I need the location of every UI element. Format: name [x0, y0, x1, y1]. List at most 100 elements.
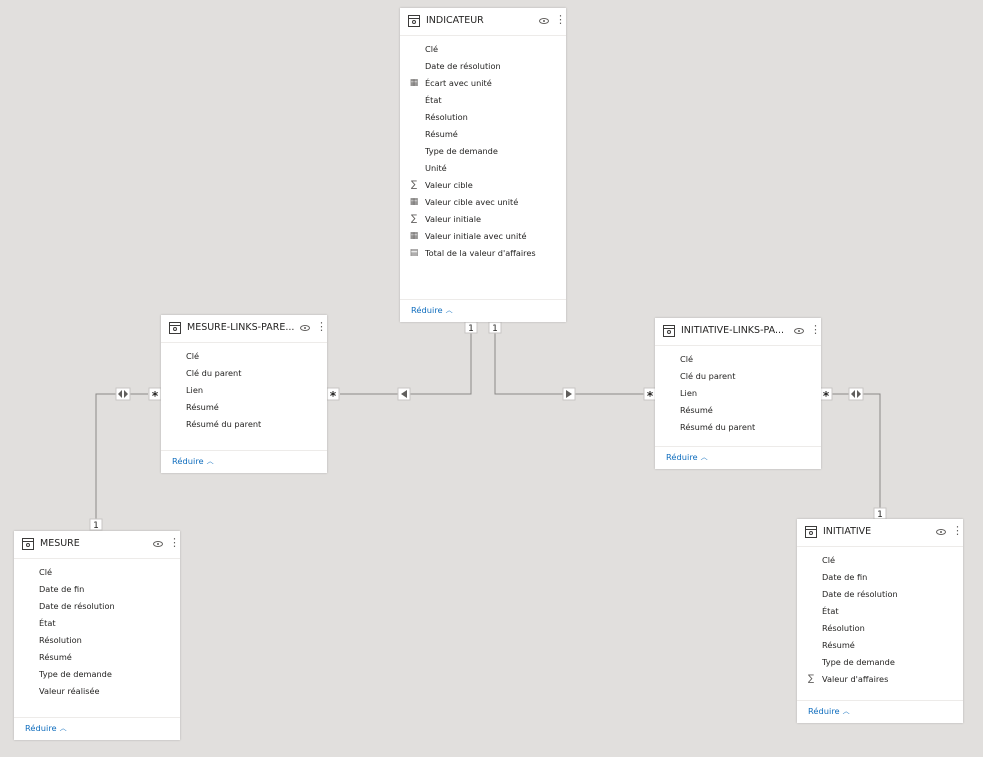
field-row[interactable]: Clé — [400, 41, 566, 58]
more-options-icon[interactable]: ⋮ — [555, 13, 566, 26]
visibility-eye-icon[interactable] — [936, 529, 946, 535]
field-row[interactable]: Résumé du parent — [655, 419, 821, 436]
collapse-button[interactable]: Réduire︿ — [25, 723, 67, 733]
field-row[interactable]: Lien — [655, 385, 821, 402]
visibility-eye-icon[interactable] — [794, 328, 804, 334]
table-footer: Réduire︿ — [14, 717, 180, 740]
field-label: Lien — [680, 388, 698, 398]
measure-icon: ▦ — [409, 231, 419, 241]
field-row[interactable]: Type de demande — [797, 654, 963, 671]
field-row[interactable]: Résolution — [797, 620, 963, 637]
table-icon — [22, 538, 34, 550]
field-row[interactable]: Résumé — [655, 402, 821, 419]
field-label: Clé — [425, 44, 439, 54]
field-label: Total de la valeur d'affaires — [425, 248, 536, 258]
field-label: Valeur initiale — [425, 214, 482, 224]
field-row[interactable]: Date de résolution — [14, 598, 180, 615]
field-row[interactable]: Clé du parent — [655, 368, 821, 385]
field-label: Résumé — [680, 405, 713, 415]
field-label: Résumé — [425, 129, 458, 139]
table-footer: Réduire︿ — [400, 299, 566, 322]
field-label: Valeur initiale avec unité — [425, 231, 527, 241]
collapse-button[interactable]: Réduire︿ — [808, 706, 850, 716]
field-label: Clé — [680, 354, 694, 364]
field-row[interactable]: ∑Valeur initiale — [400, 211, 566, 228]
measure-icon: ▦ — [409, 78, 419, 88]
field-row[interactable]: Clé — [797, 552, 963, 569]
field-label: Écart avec unité — [425, 78, 492, 88]
field-row[interactable]: État — [797, 603, 963, 620]
filter-bidirectional-initiative-icon — [848, 387, 864, 401]
field-row[interactable]: ∑Valeur cible — [400, 177, 566, 194]
more-options-icon[interactable]: ⋮ — [316, 320, 327, 333]
field-row[interactable]: Date de résolution — [400, 58, 566, 75]
cardinality-label: * — [152, 389, 159, 403]
more-options-icon[interactable]: ⋮ — [952, 524, 963, 537]
more-options-icon[interactable]: ⋮ — [810, 323, 821, 336]
field-label: Date de résolution — [425, 61, 501, 71]
field-row[interactable]: ▤Total de la valeur d'affaires — [400, 245, 566, 262]
field-row[interactable]: Date de fin — [14, 581, 180, 598]
field-label: Date de résolution — [822, 589, 898, 599]
visibility-eye-icon[interactable] — [300, 325, 310, 331]
field-row[interactable]: ▦ Écart avec unité — [400, 75, 566, 92]
more-options-icon[interactable]: ⋮ — [169, 536, 180, 549]
field-row[interactable]: Date de fin — [797, 569, 963, 586]
field-label: Clé — [822, 555, 836, 565]
field-label: Clé du parent — [680, 371, 736, 381]
field-row[interactable]: Date de résolution — [797, 586, 963, 603]
table-icon — [169, 322, 181, 334]
field-row[interactable]: Clé — [655, 351, 821, 368]
field-row[interactable]: État — [400, 92, 566, 109]
visibility-eye-icon[interactable] — [539, 18, 549, 24]
cardinality-label: * — [330, 389, 337, 403]
cardinality-label: * — [823, 389, 830, 403]
visibility-eye-icon[interactable] — [153, 541, 163, 547]
measure-icon: ▦ — [409, 197, 419, 207]
field-label: Résumé — [822, 640, 855, 650]
field-row[interactable]: Unité — [400, 160, 566, 177]
field-row[interactable]: Résumé — [400, 126, 566, 143]
collapse-button[interactable]: Réduire︿ — [172, 456, 214, 466]
field-label: Valeur cible — [425, 180, 473, 190]
table-header[interactable]: MESURE ⋮ — [14, 531, 180, 559]
table-header[interactable]: INITIATIVE-LINKS-PA... ⋮ — [655, 318, 821, 346]
field-row[interactable]: ▦ Valeur cible avec unité — [400, 194, 566, 211]
field-row[interactable]: Type de demande — [400, 143, 566, 160]
field-row[interactable]: Résumé — [161, 399, 327, 416]
field-row[interactable]: Clé — [161, 348, 327, 365]
field-row[interactable]: Clé — [14, 564, 180, 581]
collapse-button[interactable]: Réduire︿ — [666, 452, 708, 462]
field-label: Résumé — [39, 652, 72, 662]
field-row[interactable]: Lien — [161, 382, 327, 399]
collapse-button[interactable]: Réduire︿ — [411, 305, 453, 315]
field-label: Valeur cible avec unité — [425, 197, 519, 207]
table-header[interactable]: INITIATIVE ⋮ — [797, 519, 963, 547]
field-row[interactable]: Résumé — [14, 649, 180, 666]
field-row[interactable]: ∑Valeur d'affaires — [797, 671, 963, 688]
field-row[interactable]: Résolution — [400, 109, 566, 126]
field-label: Résolution — [822, 623, 865, 633]
table-header[interactable]: INDICATEUR ⋮ — [400, 8, 566, 36]
field-label: Résumé du parent — [680, 422, 756, 432]
field-row[interactable]: ▦ Valeur initiale avec unité — [400, 228, 566, 245]
field-row[interactable]: Clé du parent — [161, 365, 327, 382]
field-row[interactable]: Résumé — [797, 637, 963, 654]
cardinality-label: 1 — [93, 521, 99, 531]
field-row[interactable]: Résumé du parent — [161, 416, 327, 433]
table-header[interactable]: MESURE-LINKS-PARE... ⋮ — [161, 315, 327, 343]
chevron-up-icon: ︿ — [700, 453, 708, 461]
field-label: État — [39, 618, 56, 628]
field-row[interactable]: État — [14, 615, 180, 632]
field-row[interactable]: Type de demande — [14, 666, 180, 683]
chevron-up-icon: ︿ — [206, 457, 214, 465]
field-row[interactable]: Résolution — [14, 632, 180, 649]
field-row[interactable]: Valeur réalisée — [14, 683, 180, 700]
